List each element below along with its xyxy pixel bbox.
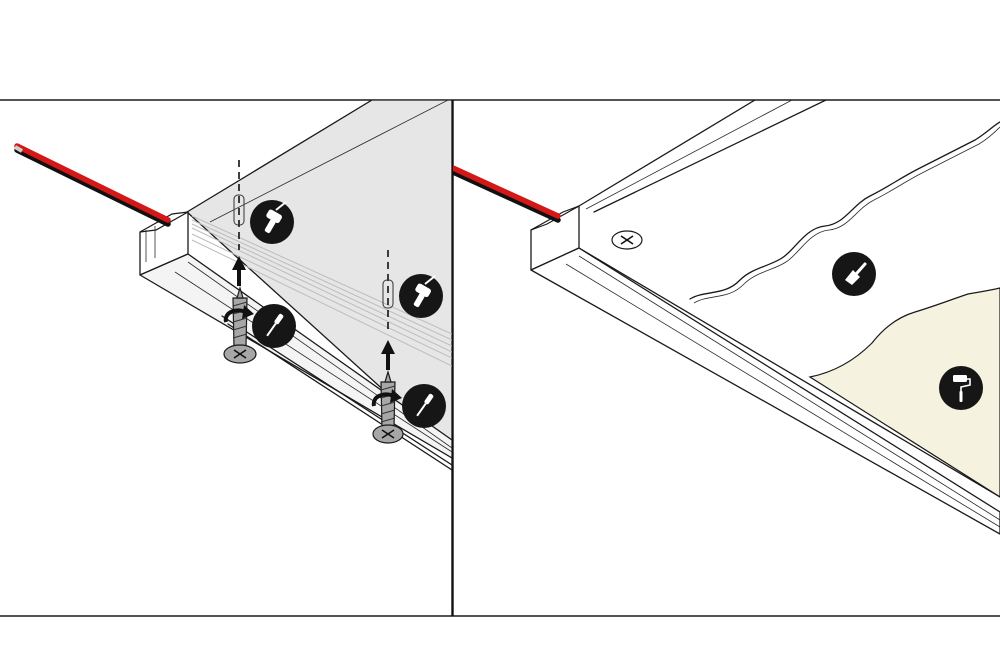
- profile-inner-lines: [191, 215, 452, 367]
- paint-area: [808, 287, 1000, 498]
- paint-roller-icon: [939, 366, 983, 410]
- profile-cover-plate: [186, 100, 452, 453]
- drill-guide-lines: [238, 160, 389, 332]
- plaster-edge: [689, 121, 1000, 300]
- rotate-arrow-icon: [223, 305, 254, 323]
- right-panel-finishing: [453, 100, 1000, 535]
- up-arrow-icon: [232, 256, 246, 286]
- cable-icon: [14, 143, 171, 227]
- drill-icon: [399, 274, 443, 318]
- cable-icon: [453, 165, 561, 223]
- diagram-frame: [0, 99, 1000, 617]
- drill-icon: [250, 200, 294, 244]
- screwdriver-icon: [402, 384, 446, 428]
- rotate-arrow-icon: [371, 389, 402, 407]
- drill-hole-marks: [233, 194, 394, 309]
- left-panel-mounting: [14, 100, 452, 471]
- up-arrow-icon: [381, 340, 395, 370]
- profile-front-strip: [530, 247, 1000, 535]
- trowel-icon: [832, 252, 876, 296]
- screw-head-icon: [611, 230, 643, 250]
- screwdriver-icon: [252, 304, 296, 348]
